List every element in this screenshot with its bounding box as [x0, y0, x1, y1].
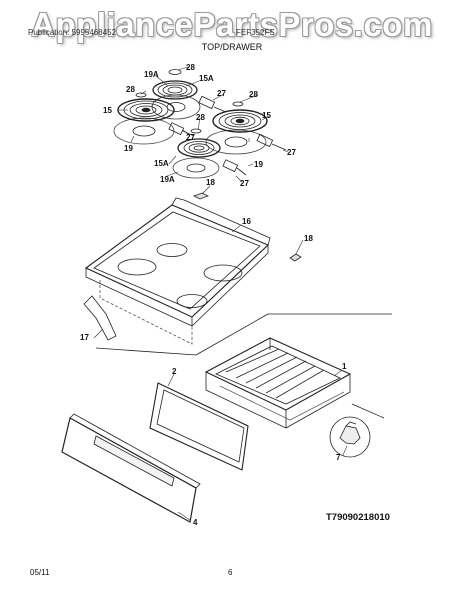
callout-17: 17 [80, 333, 89, 342]
side-trim [83, 295, 117, 341]
callout-27: 27 [186, 133, 195, 142]
callout-leader-lines [93, 66, 348, 521]
callout-15: 15 [262, 111, 271, 120]
drawer-glide-inset [329, 416, 371, 458]
model-number: FEF352FS [236, 28, 275, 37]
storage-drawer [204, 337, 385, 429]
callout-15a: 15A [154, 159, 169, 168]
callout-28: 28 [249, 90, 258, 99]
callout-7: 7 [336, 453, 341, 462]
large-burner-left [113, 92, 175, 145]
callout-4: 4 [193, 518, 198, 527]
burner-brackets [193, 192, 302, 262]
watermark: AppliancePartsPros.com [31, 6, 433, 43]
callout-2: 2 [172, 367, 177, 376]
receptacles [168, 95, 287, 176]
callout-18: 18 [206, 178, 215, 187]
drawer-frame [149, 382, 249, 471]
callout-19: 19 [254, 160, 263, 169]
main-top [84, 197, 271, 345]
callout-15: 15 [103, 106, 112, 115]
publication-number: Publication: 5995468452 [28, 28, 117, 37]
section-title: TOP/DRAWER [201, 42, 263, 52]
small-burner-front [172, 128, 221, 179]
callout-19: 19 [124, 144, 133, 153]
large-burner-right [205, 101, 268, 155]
callout-27: 27 [217, 89, 226, 98]
footer-date: 05/11 [30, 568, 50, 577]
callout-19a: 19A [160, 175, 175, 184]
figure-code: T79090218010 [326, 512, 390, 523]
footer-page-number: 6 [228, 568, 233, 577]
callout-27: 27 [287, 148, 296, 157]
small-burner-rear [151, 69, 201, 120]
callout-15a: 15A [199, 74, 214, 83]
callout-28: 28 [196, 113, 205, 122]
callout-1: 1 [342, 362, 347, 371]
section-divider-lines [95, 313, 392, 356]
drawer-front-panel [61, 413, 201, 523]
callout-28: 28 [126, 85, 135, 94]
callout-28: 28 [186, 63, 195, 72]
callout-27: 27 [240, 179, 249, 188]
callout-16: 16 [242, 217, 251, 226]
callout-labels: 28 19A 15A 28 27 28 15 28 15 27 19 27 15… [80, 63, 347, 527]
callout-18: 18 [304, 234, 313, 243]
callout-19a: 19A [144, 70, 159, 79]
